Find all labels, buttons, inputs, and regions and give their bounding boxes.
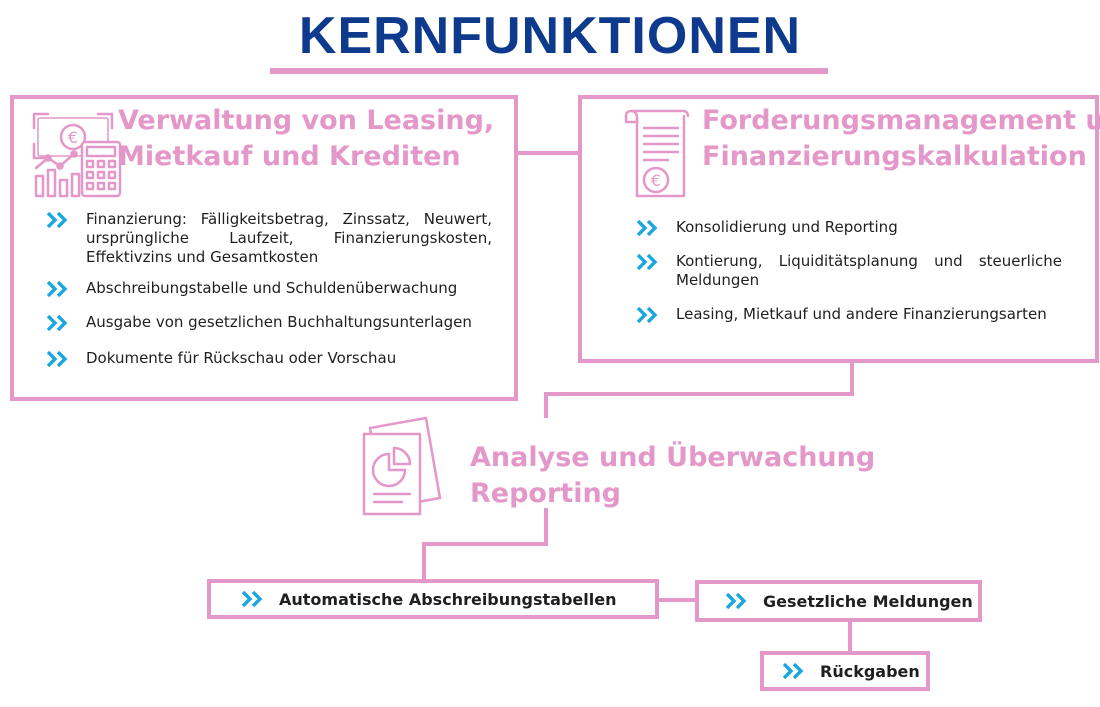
list-item: Ausgabe von gesetzlichen Buchhaltungsunt…	[46, 313, 492, 332]
receivables-section-box	[578, 95, 1099, 363]
list-item: Abschreibungstabelle und Schuldenüberwac…	[46, 279, 492, 298]
list-item: Finanzierung: Fälligkeitsbetrag, Zinssat…	[46, 210, 492, 267]
report-chart-icon	[362, 416, 442, 516]
chevron-double-right-icon	[46, 281, 68, 297]
receivables-section-heading: Forderungsmanagement und Finanzierungska…	[702, 105, 1100, 172]
connector-box2-analysis	[544, 363, 854, 418]
output-depreciation-tables: Automatische Abschreibungstabellen	[207, 579, 659, 619]
chevron-double-right-icon	[46, 212, 68, 228]
euro-invoice-icon: €	[624, 109, 690, 198]
chevron-double-right-icon	[241, 591, 263, 607]
list-item: Kontierung, Liquiditätsplanung und steue…	[636, 252, 1062, 290]
chevron-double-right-icon	[725, 593, 747, 609]
receivables-feature-list: Konsolidierung und Reporting Kontierung,…	[636, 218, 1062, 324]
leasing-section-heading: Verwaltung von Leasing, Mietkauf und Kre…	[118, 105, 495, 172]
chevron-double-right-icon	[636, 307, 658, 323]
leasing-feature-list: Finanzierung: Fälligkeitsbetrag, Zinssat…	[46, 210, 492, 368]
analysis-section-heading: Analyse und Überwachung Reporting	[470, 442, 876, 509]
chevron-double-right-icon	[46, 351, 68, 367]
svg-text:€: €	[651, 171, 661, 190]
chevron-double-right-icon	[636, 254, 658, 270]
output-returns: Rückgaben	[760, 651, 930, 691]
chevron-double-right-icon	[782, 663, 804, 679]
list-item: Konsolidierung und Reporting	[636, 218, 1062, 237]
list-item: Dokumente für Rückschau oder Vorschau	[46, 349, 492, 368]
list-item: Leasing, Mietkauf und andere Finanzierun…	[636, 305, 1062, 324]
chevron-double-right-icon	[46, 315, 68, 331]
chevron-double-right-icon	[636, 220, 658, 236]
output-legal-reports: Gesetzliche Meldungen	[695, 580, 982, 622]
calculator-money-icon: €	[32, 112, 122, 198]
svg-text:€: €	[68, 128, 78, 147]
page-title: KERNFUNKTIONEN	[298, 7, 802, 65]
title-underline	[270, 68, 828, 74]
connector-analysis-outputs	[422, 508, 548, 579]
